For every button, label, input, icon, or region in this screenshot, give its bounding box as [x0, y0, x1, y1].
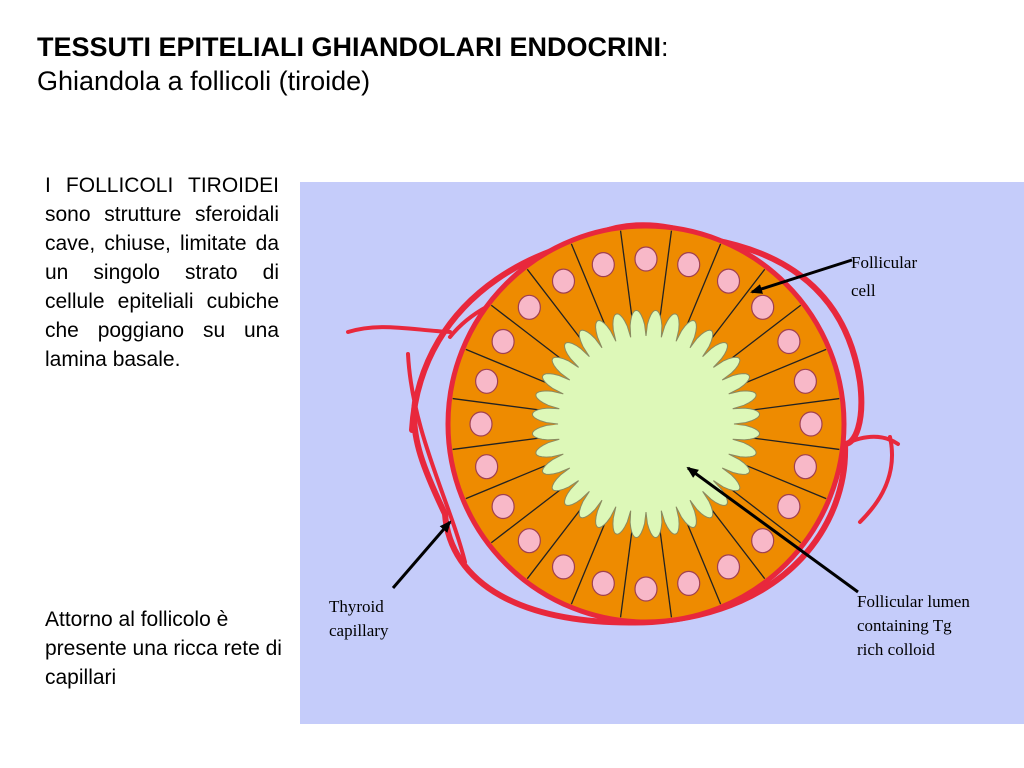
cell-wall	[710, 507, 766, 580]
cell-nucleus	[469, 411, 493, 437]
cell-nucleus	[793, 454, 817, 480]
cell-nucleus	[634, 576, 658, 602]
follicular-lumen-arrow	[686, 466, 859, 594]
slide-title: TESSUTI EPITELIALI GHIANDOLARI ENDOCRINI…	[37, 30, 669, 64]
capillary-vessel	[346, 325, 452, 334]
follicle-description: I FOLLICOLI TIROIDEI sono strutture sfer…	[45, 174, 279, 371]
slide-subtitle: Ghiandola a follicoli (tiroide)	[37, 66, 371, 96]
cell-wall	[743, 463, 827, 500]
cell-wall	[465, 348, 549, 385]
cell-nucleus	[634, 246, 658, 272]
follicle-diagram: Follicular cell Thyroid capillary Follic…	[300, 182, 1024, 724]
cell-wall	[751, 397, 840, 411]
cell-nucleus	[751, 294, 775, 320]
thyroid-capillary-label: Thyroid capillary	[329, 597, 389, 640]
cell-nucleus	[517, 294, 541, 320]
cell-wall	[659, 230, 673, 319]
cell-wall	[743, 348, 827, 385]
cell-wall	[619, 230, 633, 319]
cell-wall	[685, 243, 722, 327]
cell-nucleus	[793, 368, 817, 394]
cell-wall	[526, 507, 582, 580]
capillary-vessel	[406, 352, 467, 564]
cell-wall	[490, 304, 563, 360]
cell-nucleus	[751, 528, 775, 554]
thyroid-follicle-figure: Follicular cell Thyroid capillary Follic…	[300, 182, 1024, 724]
capillary-vessel	[843, 434, 900, 446]
cell-wall	[751, 437, 840, 451]
capillary-vessel	[858, 435, 894, 524]
cell-wall	[465, 463, 549, 500]
follicular-cell-arrow	[750, 258, 853, 294]
cell-wall	[729, 304, 802, 360]
capillary-description: Attorno al follicolo è presente una ricc…	[45, 608, 282, 689]
cell-nucleus	[475, 368, 499, 394]
cell-nucleus	[777, 328, 801, 355]
cell-wall	[452, 397, 541, 411]
title-bold-text: TESSUTI EPITELIALI GHIANDOLARI ENDOCRINI	[37, 32, 662, 62]
cell-wall	[526, 268, 582, 341]
cell-nucleus	[551, 268, 576, 294]
cell-wall	[710, 268, 766, 341]
cell-wall	[685, 521, 722, 605]
cell-nucleus	[591, 570, 615, 596]
cell-wall	[659, 529, 673, 618]
cell-nucleus	[551, 554, 576, 580]
cell-nucleus	[491, 493, 515, 520]
cell-nuclei	[469, 246, 823, 602]
thyroid-capillary-arrow	[391, 520, 452, 589]
cell-wall	[570, 521, 607, 605]
capillary-vessel	[411, 399, 448, 517]
slide-title-block: TESSUTI EPITELIALI GHIANDOLARI ENDOCRINI…	[37, 30, 669, 98]
follicular-cell-label: Follicular cell	[851, 253, 921, 300]
cell-nucleus	[475, 454, 499, 480]
cell-nucleus	[777, 493, 801, 520]
cell-nucleus	[491, 328, 515, 355]
cell-walls	[452, 230, 840, 618]
cell-nucleus	[677, 570, 701, 596]
cell-wall	[490, 488, 563, 544]
follicular-lumen	[531, 309, 761, 539]
cell-nucleus	[591, 252, 615, 278]
cell-nucleus	[799, 411, 823, 437]
cell-wall	[452, 437, 541, 451]
follicular-lumen-label: Follicular lumen containing Tg rich coll…	[857, 592, 974, 659]
title-colon: :	[661, 32, 669, 62]
cell-nucleus	[716, 554, 741, 580]
cell-wall	[570, 243, 607, 327]
cell-nucleus	[677, 252, 701, 278]
cell-nucleus	[716, 268, 741, 294]
cell-wall	[729, 488, 802, 544]
cell-nucleus	[517, 528, 541, 554]
cell-wall	[619, 529, 633, 618]
